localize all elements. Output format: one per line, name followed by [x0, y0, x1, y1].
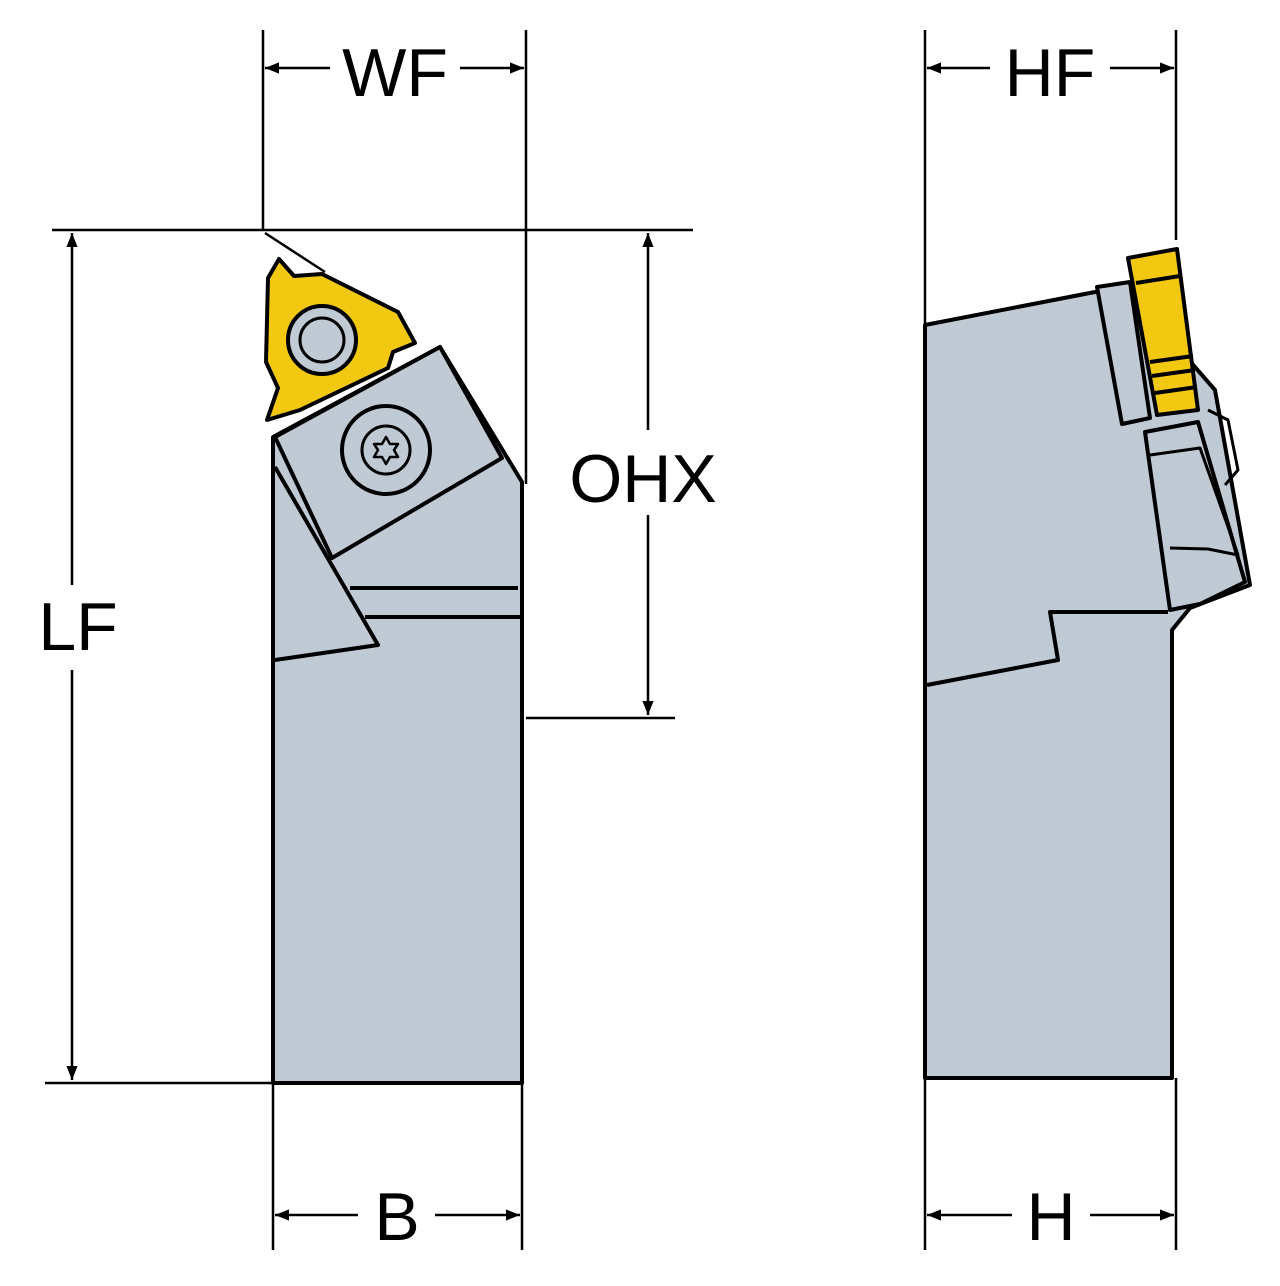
insert-stripe-3 [1151, 368, 1196, 378]
clamp-block [273, 345, 504, 560]
front-view: WF LF OHX B [38, 30, 717, 1255]
clamp-screw-side [1207, 408, 1240, 486]
label-wf: WF [342, 35, 448, 111]
label-lf: LF [38, 589, 117, 665]
torx-icon [372, 435, 400, 466]
clamp-wedge [273, 465, 380, 662]
insert-stripe-1 [1135, 274, 1181, 285]
insert-tip-edge [264, 231, 326, 274]
clamp-arm-detail [1149, 446, 1240, 557]
insert-seat [1095, 280, 1152, 426]
clamp-screw [340, 404, 432, 496]
insert-hole-inner [298, 316, 346, 364]
insert-stripe-2 [1149, 354, 1194, 364]
label-hf: HF [1005, 35, 1096, 111]
side-body [923, 288, 1252, 1080]
side-step-line [926, 610, 1168, 687]
label-b: B [374, 1179, 419, 1255]
insert-stripe-4 [1154, 385, 1198, 395]
insert-hole [286, 304, 358, 376]
screw-head [360, 424, 412, 476]
label-ohx: OHX [569, 441, 716, 517]
clamp-arm [1143, 420, 1247, 612]
label-h: H [1026, 1179, 1075, 1255]
side-view: HF H [923, 30, 1252, 1255]
